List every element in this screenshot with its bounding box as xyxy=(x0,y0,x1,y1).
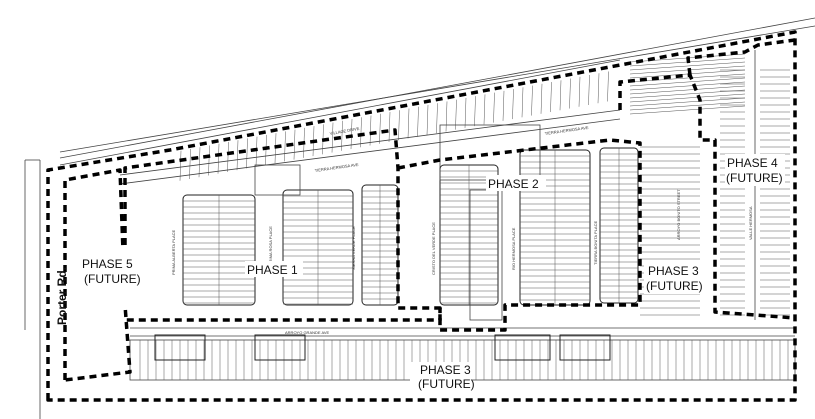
street-sierra-verde: SIERRA VERDE PLACE xyxy=(351,226,356,270)
north-lot-row xyxy=(179,71,609,181)
north-lot-divider xyxy=(369,115,372,146)
south-block xyxy=(254,334,306,361)
north-lot-divider xyxy=(388,111,391,143)
south-block xyxy=(154,334,206,361)
porter-road-lines xyxy=(24,159,41,419)
phase3-right-boundary xyxy=(618,73,796,320)
phase1-label: PHASE 1 xyxy=(247,263,298,277)
north-lot-divider xyxy=(436,103,438,134)
north-lot-divider xyxy=(550,82,552,113)
north-lot-divider xyxy=(597,73,600,104)
building-outline xyxy=(439,124,541,181)
north-lot-divider xyxy=(179,150,182,181)
phase2-boundary xyxy=(397,138,642,332)
north-lot-divider xyxy=(417,106,419,137)
north-lot-divider xyxy=(559,80,562,111)
north-lot-divider xyxy=(502,90,505,121)
ne-lot-divider xyxy=(629,97,746,107)
north-lot-divider xyxy=(607,71,609,102)
north-lot-divider xyxy=(521,87,524,118)
ne-lot-divider xyxy=(629,77,746,87)
ne-lot-divider xyxy=(629,101,746,111)
north-lot-divider xyxy=(569,78,571,109)
phase1-boundary xyxy=(123,128,442,322)
street-tierra-hermosa-right: TIERRA HERMOSA AVE xyxy=(544,125,589,136)
phase2-label: PHASE 2 xyxy=(488,177,539,191)
porter-rd-label: Porter Rd. xyxy=(55,267,69,325)
phase4-boundary xyxy=(686,38,796,76)
north-lot-divider xyxy=(255,136,258,167)
phase-boundaries xyxy=(46,30,797,402)
north-lot-divider xyxy=(227,141,229,172)
street-village-drive: VILLAGE DRIVE xyxy=(329,126,360,136)
north-lot-divider xyxy=(483,94,486,125)
ne-lot-divider xyxy=(629,61,746,71)
phase4-future-label: (FUTURE) xyxy=(726,171,783,185)
north-lot-divider xyxy=(398,110,400,141)
north-lot-divider xyxy=(350,119,353,150)
north-lot-divider xyxy=(246,138,248,169)
phase5-label: PHASE 5 xyxy=(82,257,133,271)
street-cristo-del-verde: CRISTO DEL VERDE PLACE xyxy=(431,222,436,275)
north-lot-divider xyxy=(540,83,543,114)
north-lot-divider xyxy=(360,117,362,148)
phase5-boundary xyxy=(63,168,132,382)
ne-lot-divider xyxy=(629,81,746,91)
north-lot-divider xyxy=(189,148,191,179)
south-block xyxy=(559,334,611,361)
ne-lot-divider xyxy=(629,89,746,99)
north-lot-divider xyxy=(284,131,286,162)
phase5-future-label: (FUTURE) xyxy=(84,272,141,286)
north-lot-divider xyxy=(198,147,201,178)
street-tierra-bonita: TIERRA BONITA PLACE xyxy=(593,221,598,265)
phase3-right-future-label: (FUTURE) xyxy=(646,279,703,293)
north-lot-divider xyxy=(493,92,495,123)
street-labels: VILLAGE DRIVE TIERRA HERMOSA AVE TIERRA … xyxy=(171,125,753,335)
street-arroyo-bonito: ARROYO BONITO STREET xyxy=(676,189,681,240)
phase3-bottom-future-label: (FUTURE) xyxy=(418,377,475,391)
north-lot-divider xyxy=(426,104,429,135)
north-lot-divider xyxy=(379,113,381,144)
north-lot-divider xyxy=(531,85,533,116)
street-prima-rosa: PRIMA ROSA PLACE xyxy=(268,226,273,265)
outer-boundary xyxy=(46,30,797,402)
arroyo-grande-road xyxy=(130,327,795,337)
phase3-right-label: PHASE 3 xyxy=(648,264,699,278)
ne-lot-divider xyxy=(629,65,746,75)
street-arroyo-grande: ARROYO GRANDE AVE xyxy=(285,330,329,335)
building-outline xyxy=(254,164,301,196)
north-lot-divider xyxy=(293,129,296,160)
south-lot-row xyxy=(129,334,796,381)
north-lot-divider xyxy=(578,76,581,107)
north-lot-divider xyxy=(445,101,448,132)
ne-lot-divider xyxy=(629,93,746,103)
phase3-bottom-label: PHASE 3 xyxy=(420,363,471,377)
north-lot-divider xyxy=(407,108,410,139)
ne-lot-divider xyxy=(629,85,746,95)
street-rio-hermosa: RIO HERMOSA PLACE xyxy=(511,227,516,270)
ne-lot-divider xyxy=(629,105,746,115)
north-lot-divider xyxy=(331,122,334,153)
north-lot-divider xyxy=(236,140,239,171)
north-lot-divider xyxy=(464,97,467,128)
south-block xyxy=(494,334,551,361)
phase-labels: PHASE 2 PHASE 1 PHASE 4 (FUTURE) PHASE 3… xyxy=(55,154,785,392)
ne-lot-divider xyxy=(629,73,746,83)
north-lot-divider xyxy=(512,89,514,120)
lot-blocks xyxy=(182,124,639,321)
street-tierra-hermosa-left: TIERRA HERMOSA AVE xyxy=(314,162,359,173)
north-lot-divider xyxy=(474,96,476,127)
ne-lot-divider xyxy=(629,69,746,79)
street-prima-alberta: PRIMA ALBERTA PLACE xyxy=(171,229,176,275)
tierra-hermosa-road xyxy=(119,109,621,185)
north-lot-divider xyxy=(208,145,210,176)
phase4-label: PHASE 4 xyxy=(727,156,778,170)
northern-boundary-lines xyxy=(59,17,815,166)
north-lot-divider xyxy=(217,143,220,174)
street-valle-hermosa: VALLE HERMOSA xyxy=(748,206,753,240)
north-lot-divider xyxy=(588,74,590,106)
